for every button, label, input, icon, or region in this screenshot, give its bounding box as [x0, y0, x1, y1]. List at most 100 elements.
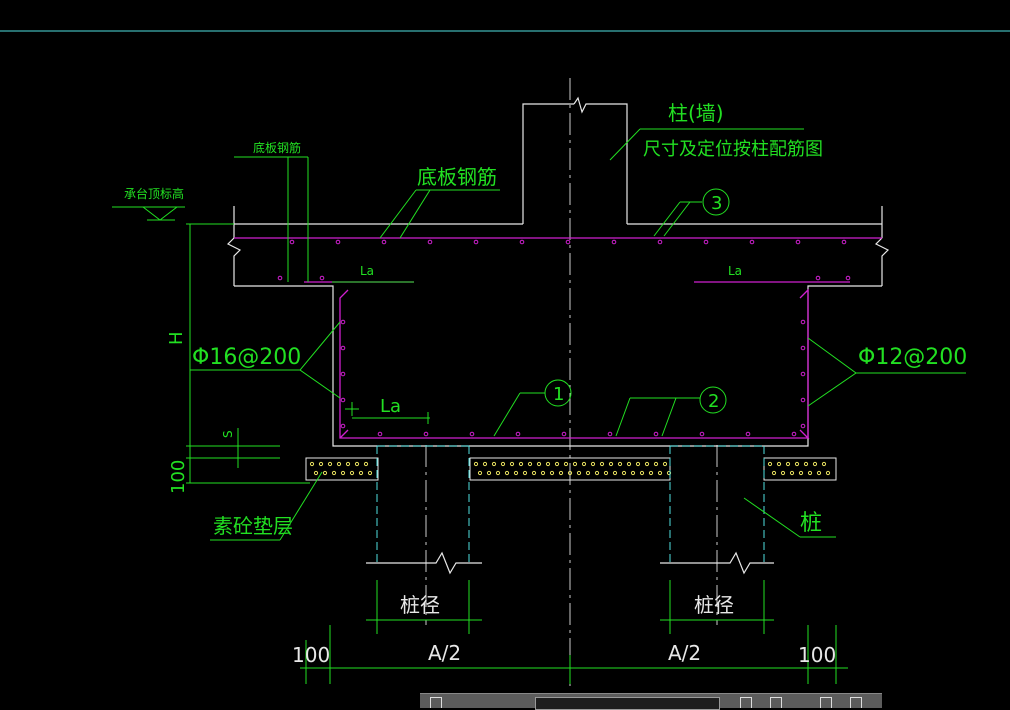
bedding-aggregate — [572, 461, 578, 467]
rebar-dot — [841, 239, 847, 245]
bedding-aggregate — [776, 461, 782, 467]
rebar-dot — [565, 239, 571, 245]
bedding-aggregate — [617, 461, 623, 467]
bedding-aggregate — [785, 461, 791, 467]
rebar-dot — [340, 319, 346, 325]
bedding-aggregate — [567, 470, 573, 476]
rebar-dot — [845, 275, 851, 281]
pile-left — [366, 445, 482, 575]
rebar-dot — [377, 431, 383, 437]
bedding-aggregate — [771, 470, 777, 476]
bedding-aggregate — [540, 470, 546, 476]
bedding-aggregate — [599, 461, 605, 467]
command-field[interactable] — [535, 697, 720, 710]
bedding-aggregate — [653, 461, 659, 467]
rebar-dot — [800, 345, 806, 351]
bedding-aggregate — [358, 470, 364, 476]
la-bottom-label: La — [380, 396, 401, 417]
bedding-aggregate — [558, 470, 564, 476]
bedding-aggregate — [309, 461, 315, 467]
pile-dia-right-label: 桩径 — [694, 593, 734, 617]
bedding-aggregate — [509, 461, 515, 467]
bedding-aggregate — [482, 461, 488, 467]
bedding-aggregate — [473, 461, 479, 467]
pan-icon[interactable] — [430, 697, 442, 708]
bedding-aggregate — [635, 461, 641, 467]
slab-rebar-label: 底板钢筋 — [417, 165, 497, 189]
dim-A2-left-label: A/2 — [428, 641, 461, 665]
column-outline — [522, 96, 628, 224]
cursor-icon[interactable] — [740, 697, 752, 708]
bedding-aggregate — [798, 470, 804, 476]
bar-callouts: 1 2 3 — [544, 188, 730, 414]
rebar-dot — [800, 397, 806, 403]
cad-toolbar — [420, 693, 882, 710]
la-right-top-label: La — [728, 264, 742, 278]
rebar-dot — [791, 431, 797, 437]
rebar-dot — [607, 431, 613, 437]
column-wall-label: 柱(墙) — [668, 101, 724, 125]
dim-100-left-label: 100 — [292, 643, 330, 667]
rebar-dot — [340, 345, 346, 351]
side-rebar-left-label: Φ16@200 — [192, 345, 301, 370]
rebar-dot — [340, 423, 346, 429]
rebar-dot — [335, 239, 341, 245]
rebar-dot — [800, 423, 806, 429]
side-rebar-right-label: Φ12@200 — [858, 345, 967, 370]
rebar-dot — [699, 431, 705, 437]
bedding-aggregate — [590, 461, 596, 467]
settings-icon[interactable] — [850, 697, 862, 708]
bedding-aggregate — [500, 461, 506, 467]
bedding-aggregate — [504, 470, 510, 476]
height-H-label: H — [166, 331, 187, 345]
bar2-label: 2 — [708, 391, 719, 412]
rebar-dot — [289, 239, 295, 245]
bedding-aggregate — [363, 461, 369, 467]
bedding-aggregate — [657, 470, 663, 476]
bedding-aggregate — [648, 470, 654, 476]
la-left-top-label: La — [360, 264, 374, 278]
bedding-aggregate — [563, 461, 569, 467]
rebar-dot — [561, 431, 567, 437]
pile-cap-outline — [226, 206, 890, 447]
bedding-aggregate — [789, 470, 795, 476]
rebar-dot — [381, 239, 387, 245]
bedding-aggregate — [644, 461, 650, 467]
rebar-dot — [653, 431, 659, 437]
column-note-label: 尺寸及定位按柱配筋图 — [643, 139, 823, 160]
rebar-dot — [340, 371, 346, 377]
bedding-aggregate — [477, 470, 483, 476]
rebar-dot — [423, 431, 429, 437]
save-icon[interactable] — [820, 697, 832, 708]
bedding-aggregate — [576, 470, 582, 476]
bedding-aggregate — [807, 470, 813, 476]
bedding-aggregate — [794, 461, 800, 467]
rebar-dot — [795, 239, 801, 245]
pile-dia-left-label: 桩径 — [400, 593, 440, 617]
rebar-dot — [800, 371, 806, 377]
bedding-aggregate — [630, 470, 636, 476]
bar3-label: 3 — [711, 193, 722, 214]
bedding-aggregate — [612, 470, 618, 476]
bedding-aggregate — [522, 470, 528, 476]
rebar-dot — [319, 275, 325, 281]
bar1-label: 1 — [553, 384, 564, 405]
rebar-dot — [340, 397, 346, 403]
bedding-aggregate — [585, 470, 591, 476]
undo-icon[interactable] — [770, 697, 782, 708]
bedding-aggregate — [318, 461, 324, 467]
cap-top-elevation-label: 承台顶标高 — [124, 186, 184, 201]
bedding-aggregate — [549, 470, 555, 476]
bedding-aggregate — [803, 461, 809, 467]
bedding-aggregate — [545, 461, 551, 467]
rebar-dot — [657, 239, 663, 245]
bedding-aggregate — [495, 470, 501, 476]
bedding-aggregate — [821, 461, 827, 467]
bedding-aggregate — [367, 470, 373, 476]
bedding-aggregate — [345, 461, 351, 467]
bedding-aggregate — [608, 461, 614, 467]
bedding-aggregate — [621, 470, 627, 476]
bedding-aggregate — [666, 470, 672, 476]
rebar-dot — [703, 239, 709, 245]
